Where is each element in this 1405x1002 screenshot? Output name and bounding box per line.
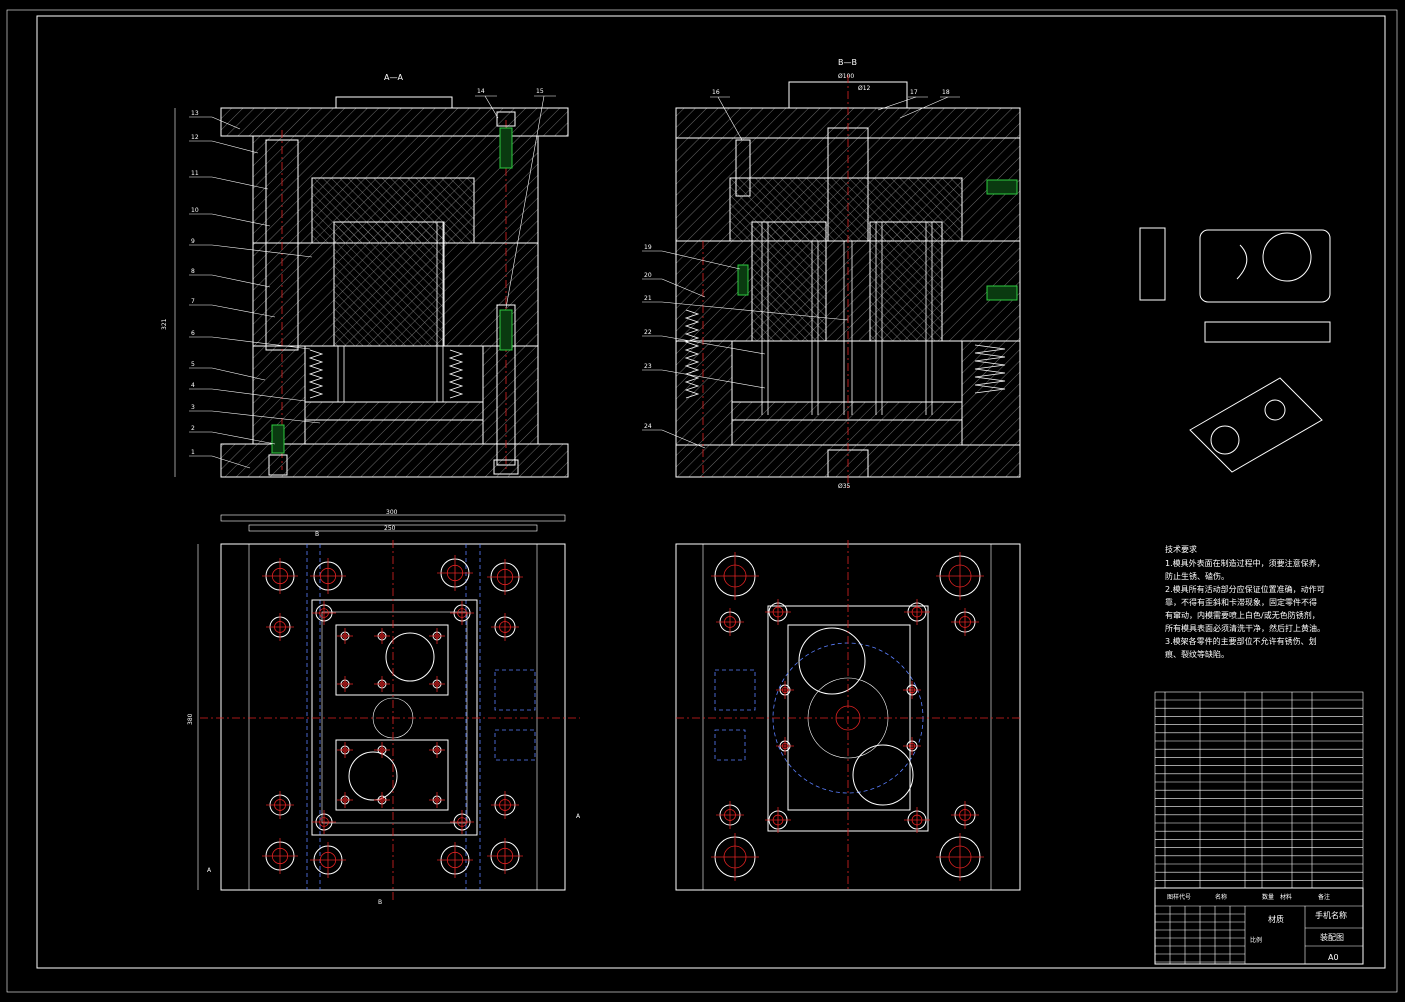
tech-line-8: 痕、裂纹等缺陷。 xyxy=(1165,649,1229,659)
tb-name-col: 名称 xyxy=(1215,893,1227,901)
tech-line-1: 1.模具外表面在制造过程中，须要注意保养， xyxy=(1165,558,1325,568)
dim-dia-12: Ø12 xyxy=(858,85,871,92)
dim-dia-35: Ø35 xyxy=(838,483,851,490)
part-number-label: 19 xyxy=(644,244,652,251)
part-number-label: 15 xyxy=(536,88,544,95)
tb-qty-col: 数量 xyxy=(1262,893,1274,901)
tb-drawing: 装配图 xyxy=(1320,932,1344,942)
view-label-b-top: B xyxy=(315,531,319,538)
part-number-label: 9 xyxy=(191,238,195,245)
part-number-label: 10 xyxy=(191,207,199,214)
tech-line-6: 所有模具表面必须清洗干净，然后打上黄油。 xyxy=(1165,623,1325,633)
part-number-label: 1 xyxy=(191,449,195,456)
view-label-a-left: A xyxy=(207,867,212,874)
title-block: 图样代号 名称 数量 材料 备注 材质 手机名称 装配图 比例 A0 xyxy=(1154,887,1364,965)
dim-height-aa: 321 xyxy=(161,318,168,330)
part-number-label: 20 xyxy=(644,272,652,279)
part-number-label: 17 xyxy=(910,89,918,96)
tech-requirements: 技术要求 1.模具外表面在制造过程中，须要注意保养， 防止生锈、磕伤。 2.模具… xyxy=(1165,544,1325,659)
dim-top-width: 300 xyxy=(386,509,398,516)
tech-line-7: 3.模架各零件的主要部位不允许有锈伤、划 xyxy=(1165,636,1317,646)
plan-left-bolts xyxy=(262,555,523,878)
part-number-label: 6 xyxy=(191,330,195,337)
tb-material: 材质 xyxy=(1268,914,1284,924)
part-number-label: 8 xyxy=(191,268,195,275)
section-bb-title: B—B xyxy=(838,58,857,67)
dim-inner-width: 250 xyxy=(384,525,396,532)
part-number-label: 18 xyxy=(942,89,950,96)
part-number-label: 4 xyxy=(191,382,195,389)
part-number-label: 21 xyxy=(644,295,652,302)
section-aa-title: A—A xyxy=(384,73,403,82)
part-number-label: 7 xyxy=(191,298,195,305)
section-bb-view: B—B Ø100 Ø35 xyxy=(675,58,1021,490)
parts-list xyxy=(1154,691,1364,889)
view-label-b-bottom: B xyxy=(378,899,382,906)
tech-line-3: 2.模具所有活动部分应保证位置准确，动作可 xyxy=(1165,584,1325,594)
plan-view-right xyxy=(675,540,1021,891)
tb-name: 手机名称 xyxy=(1315,910,1347,920)
part-number-label: 3 xyxy=(191,404,195,411)
tech-title: 技术要求 xyxy=(1165,544,1197,554)
plan-view-left: 300 250 380 A A B B xyxy=(187,509,581,906)
part-number-label: 22 xyxy=(644,329,652,336)
view-label-a-right: A xyxy=(576,813,581,820)
part-number-label: 13 xyxy=(191,110,199,117)
part-number-label: 16 xyxy=(712,89,720,96)
parts-rows xyxy=(1155,699,1363,881)
aa-leaders: 13 12 11 10 9 8 7 6 5 4 3 2 1 14 15 xyxy=(189,88,556,469)
bb-leaders: 19 20 21 22 23 24 16 17 18 xyxy=(642,89,960,449)
part-number-label: 11 xyxy=(191,170,199,177)
spring-left xyxy=(308,349,464,399)
tb-scale: 比例 xyxy=(1250,936,1262,944)
part-number-label: 2 xyxy=(191,425,195,432)
part-number-label: 14 xyxy=(477,88,485,95)
part-sketches xyxy=(1139,227,1331,473)
part-number-label: 23 xyxy=(644,363,652,370)
part-number-label: 24 xyxy=(644,423,652,430)
tech-line-2: 防止生锈、磕伤。 xyxy=(1165,571,1229,581)
outer-frame xyxy=(6,9,1398,993)
part-number-label: 12 xyxy=(191,134,199,141)
part-number-label: 5 xyxy=(191,361,195,368)
inner-frame xyxy=(36,15,1386,969)
tb-mat-col: 材料 xyxy=(1280,893,1292,901)
plan-right-bolts xyxy=(711,552,984,881)
tb-remark-col: 备注 xyxy=(1318,893,1330,901)
section-aa-view: A—A xyxy=(161,73,569,478)
tb-grid xyxy=(1155,906,1245,964)
tech-line-5: 有窜动，内模需要喷上白色/或无色防锈剂， xyxy=(1165,610,1320,620)
tech-line-4: 靠，不得有歪斜和卡滞现象，固定零件不得 xyxy=(1165,597,1317,607)
tb-code-col: 图样代号 xyxy=(1167,893,1191,901)
dim-dia-100: Ø100 xyxy=(838,73,854,80)
dim-plan-height: 380 xyxy=(187,713,194,725)
tb-sheet: A0 xyxy=(1328,953,1339,962)
